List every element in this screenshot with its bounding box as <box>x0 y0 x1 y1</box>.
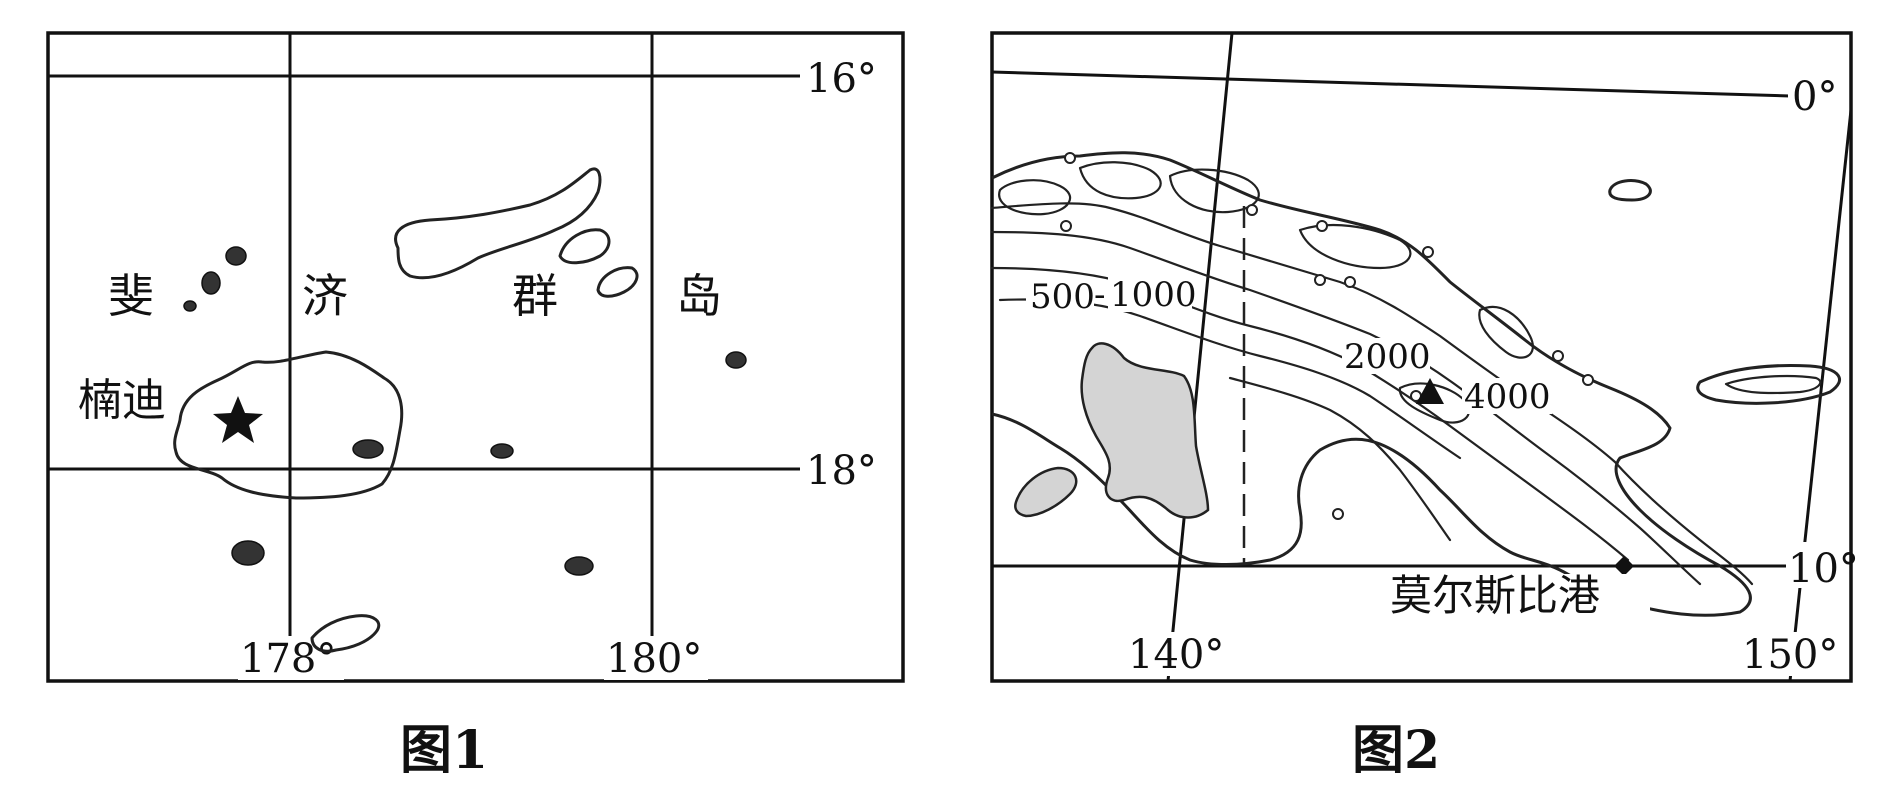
lake-area <box>1080 342 1210 519</box>
marker-circle-2 <box>1060 220 1072 232</box>
marker-circle-11 <box>1332 508 1344 520</box>
region-char-2: 济 <box>302 269 348 323</box>
islet-8 <box>564 556 594 576</box>
map1-lat-label-16: 16° <box>806 56 877 102</box>
islet-4 <box>725 351 747 369</box>
marker-circle-6 <box>1344 276 1356 288</box>
contour-label-2000: 2000 <box>1344 337 1431 377</box>
map2-lon-140-line <box>1166 32 1234 682</box>
vanua-levu-island <box>394 167 602 280</box>
port-moresby-label: 莫尔斯比港 <box>1390 571 1600 620</box>
map1-lon-label-180: 180° <box>606 636 702 682</box>
map2: 0° 10° 140° 150° 500 - 1000 2000 4000 莫尔… <box>990 31 1859 683</box>
map2-caption: 图2 <box>1352 720 1440 781</box>
islet-1 <box>225 246 247 266</box>
map1-caption: 图1 <box>400 720 488 781</box>
viti-levu-island <box>173 350 404 500</box>
contour-line-5 <box>1228 376 1452 542</box>
triangle-icon <box>1416 378 1444 404</box>
islet-5 <box>352 439 384 459</box>
contour-dash: - <box>1094 275 1106 315</box>
islet-2 <box>201 271 221 295</box>
contour-label-500: 500 <box>1030 277 1095 317</box>
marker-circle-3 <box>1246 204 1258 216</box>
region-char-3: 群 <box>512 269 558 323</box>
north-east-islet <box>1608 179 1652 202</box>
marker-circle-4 <box>1316 220 1328 232</box>
islet-6 <box>490 443 514 459</box>
map2-lon-label-140: 140° <box>1128 632 1224 678</box>
islet-7 <box>231 540 265 566</box>
contour-loop-1 <box>998 179 1072 216</box>
contour-line-4 <box>998 298 1462 460</box>
islet-3 <box>183 300 197 312</box>
map2-lat-0-line <box>991 70 1791 98</box>
map2-lat-label-10: 10° <box>1788 546 1859 592</box>
contour-loop-2 <box>1078 161 1162 200</box>
marker-circle-1 <box>1064 152 1076 164</box>
marker-circle-9 <box>1582 374 1594 386</box>
small-east-island <box>596 266 639 298</box>
diamond-icon <box>1614 556 1634 576</box>
contour-label-1000: 1000 <box>1110 275 1197 315</box>
marker-circle-5 <box>1314 274 1326 286</box>
region-char-1: 斐 <box>108 269 154 323</box>
small-lake-area <box>1014 466 1078 518</box>
new-britain-island <box>1696 364 1841 405</box>
marker-circle-7 <box>1422 246 1434 258</box>
contour-line-1 <box>990 202 1754 586</box>
contour-loop-4 <box>1298 223 1412 270</box>
star-icon <box>213 396 263 443</box>
map2-lon-label-150: 150° <box>1742 632 1838 678</box>
taveuni-island <box>558 228 611 265</box>
nadi-label: 楠迪 <box>78 375 166 426</box>
contour-label-4000: 4000 <box>1464 377 1551 417</box>
contour-loop-3 <box>1168 168 1260 214</box>
new-guinea-coast <box>991 151 1752 617</box>
marker-circle-8 <box>1552 350 1564 362</box>
map1-lon-label-178: 178° <box>240 636 336 682</box>
map1: 16° 18° 178° 180° 斐 济 群 岛 楠迪 <box>46 31 905 683</box>
southern-island <box>310 614 381 653</box>
contour-loop-5 <box>1478 305 1534 359</box>
map1-lat-label-18: 18° <box>806 448 877 494</box>
new-britain-contour <box>1724 374 1822 395</box>
region-char-4: 岛 <box>676 269 722 323</box>
map1-frame <box>46 31 905 683</box>
map2-lat-label-0: 0° <box>1792 74 1837 120</box>
